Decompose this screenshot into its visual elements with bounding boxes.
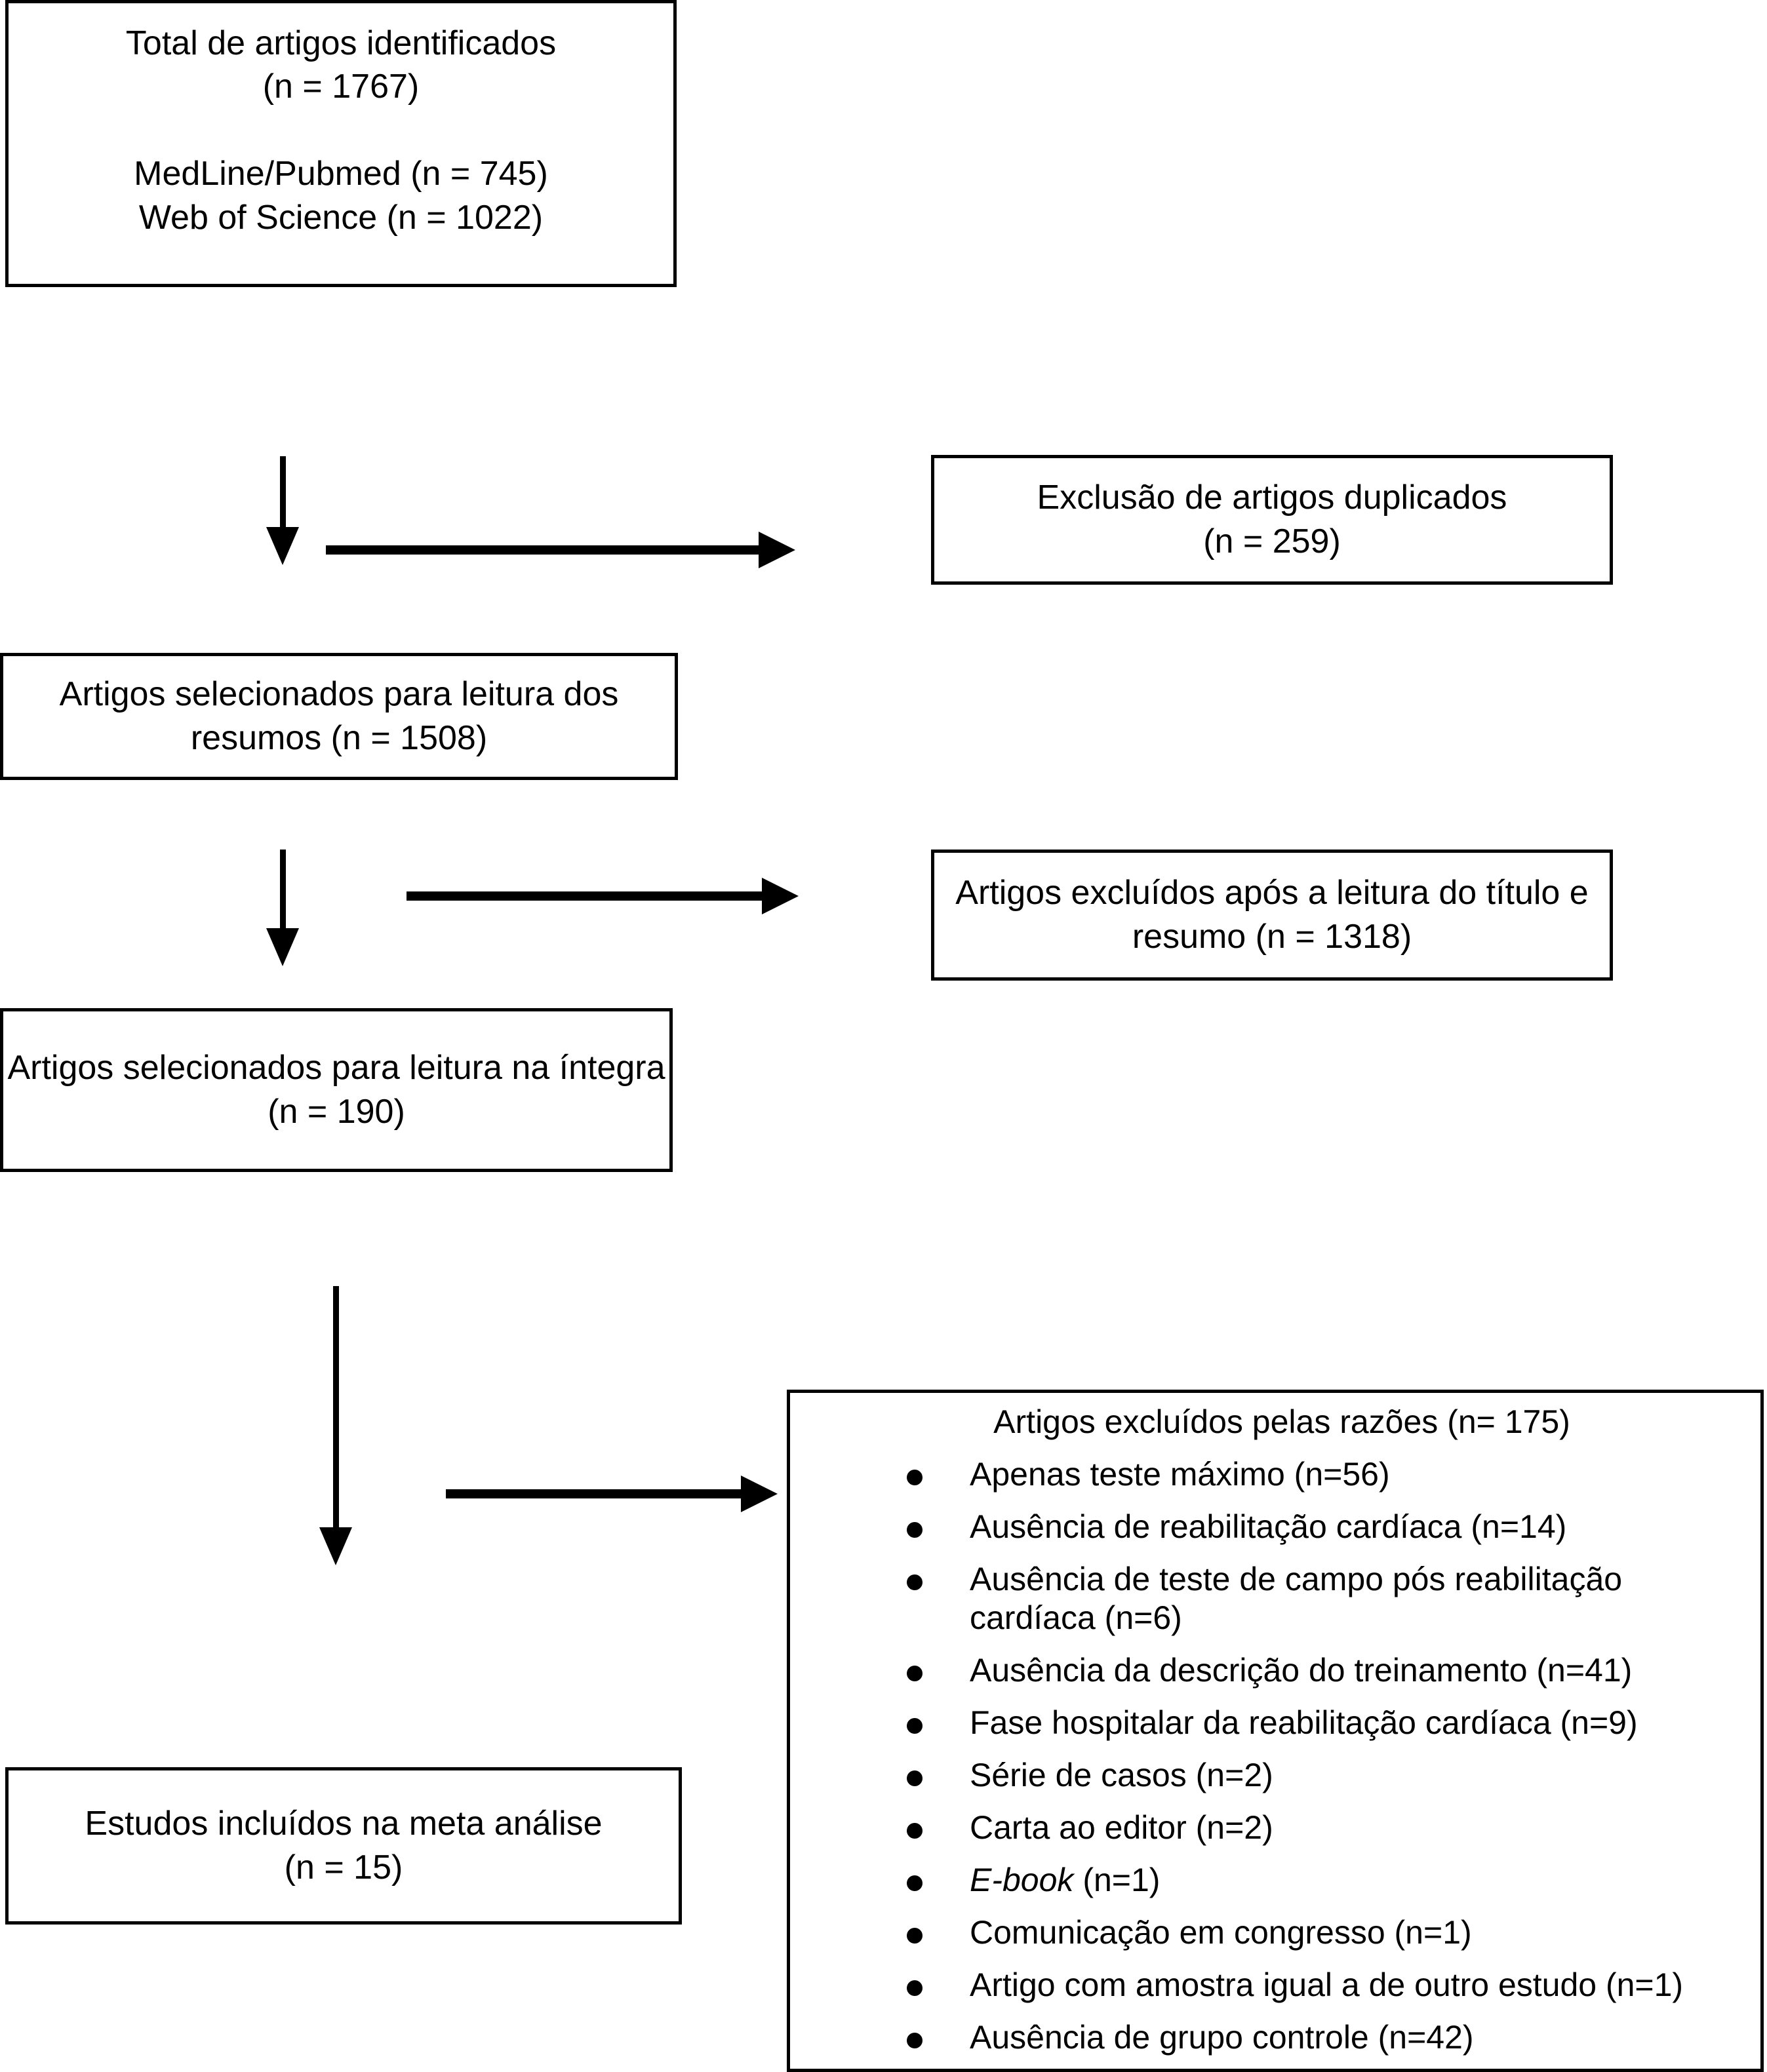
arrow-shaft [333, 1286, 339, 1527]
arrow-shaft [280, 456, 286, 527]
box-excluded-for-reasons: Artigos excluídos pelas razões (n= 175) … [787, 1390, 1764, 2072]
reasons-list-item-label: Artigo com amostra igual a de outro estu… [970, 1966, 1684, 2003]
box-total-identified: Total de artigos identificados (n = 1767… [5, 0, 677, 287]
bullet-icon [907, 1770, 923, 1786]
arrow-head [266, 928, 299, 966]
reasons-list-item-label: Ausência de grupo controle (n=42) [970, 2019, 1474, 2056]
box-excluded-after-title-abstract-text: Artigos excluídos após a leitura do títu… [955, 874, 1589, 956]
reasons-list-item: Ausência da descrição do treinamento (n=… [807, 1651, 1743, 1690]
italic-term: E-book [970, 1862, 1074, 1898]
reasons-list-item-label: Ausência da descrição do treinamento (n=… [970, 1652, 1633, 1689]
reasons-header: Artigos excluídos pelas razões (n= 175) [993, 1403, 1570, 1440]
bullet-icon [907, 1875, 923, 1891]
bullet-icon [907, 1522, 923, 1538]
reasons-list-item: Ausência de teste de campo pós reabilita… [807, 1560, 1743, 1637]
box-excluded-after-title-abstract: Artigos excluídos após a leitura do títu… [931, 850, 1613, 981]
box-selected-for-fulltext-reading: Artigos selecionados para leitura na ínt… [0, 1008, 673, 1172]
box-selected-for-fulltext-reading-text: Artigos selecionados para leitura na ínt… [7, 1049, 665, 1131]
box-studies-included: Estudos incluídos na meta análise (n = 1… [5, 1767, 682, 1925]
arrow-shaft [446, 1489, 741, 1498]
bullet-icon [907, 1823, 923, 1839]
reasons-list-item: Série de casos (n=2) [807, 1756, 1743, 1795]
reasons-list-item: Carta ao editor (n=2) [807, 1808, 1743, 1847]
arrow-head [319, 1527, 352, 1565]
reasons-list-item: Fase hospitalar da reabilitação cardíaca… [807, 1704, 1743, 1742]
arrow-head [759, 532, 795, 568]
bullet-icon [907, 1574, 923, 1590]
reasons-list-item: Apenas teste máximo (n=56) [807, 1455, 1743, 1494]
bullet-icon [907, 2033, 923, 2048]
box-duplicates-excluded-text: Exclusão de artigos duplicados (n = 259) [1037, 479, 1507, 560]
bullet-icon [907, 1718, 923, 1734]
reasons-list-item: Artigo com amostra igual a de outro estu… [807, 1966, 1743, 2004]
bullet-icon [907, 1470, 923, 1485]
box-selected-for-abstract-reading-text: Artigos selecionados para leitura dos re… [59, 675, 619, 757]
reasons-list-item: Comunicação em congresso (n=1) [807, 1913, 1743, 1952]
reasons-list-item-label: E-book (n=1) [970, 1862, 1161, 1898]
reasons-list-item-label: Comunicação em congresso (n=1) [970, 1914, 1472, 1951]
box-duplicates-excluded: Exclusão de artigos duplicados (n = 259) [931, 455, 1613, 585]
arrow-shaft [407, 891, 762, 901]
box-studies-included-text: Estudos incluídos na meta análise (n = 1… [85, 1805, 603, 1886]
arrow-shaft [280, 850, 286, 928]
box-selected-for-abstract-reading: Artigos selecionados para leitura dos re… [0, 653, 678, 780]
reasons-list-item: Ausência de grupo controle (n=42) [807, 2018, 1743, 2057]
bullet-icon [907, 1666, 923, 1681]
reasons-list-item-label: Série de casos (n=2) [970, 1757, 1273, 1793]
reasons-list: Apenas teste máximo (n=56) Ausência de re… [807, 1455, 1743, 2057]
arrow-head [266, 527, 299, 565]
arrow-head [762, 878, 799, 914]
reasons-list-item-label: Ausência de teste de campo pós reabilita… [970, 1561, 1623, 1636]
arrow-head [741, 1476, 778, 1512]
bullet-icon [907, 1928, 923, 1944]
reasons-list-item-label: Apenas teste máximo (n=56) [970, 1456, 1390, 1493]
reasons-list-item: E-book (n=1) [807, 1861, 1743, 1900]
reasons-list-item-label: Fase hospitalar da reabilitação cardíaca… [970, 1704, 1638, 1741]
reasons-list-item: Ausência de reabilitação cardíaca (n=14) [807, 1508, 1743, 1546]
box-total-identified-text: Total de artigos identificados (n = 1767… [125, 24, 557, 237]
reasons-list-item-label: Carta ao editor (n=2) [970, 1809, 1273, 1846]
reasons-list-item-label: Ausência de reabilitação cardíaca (n=14) [970, 1508, 1567, 1545]
bullet-icon [907, 1980, 923, 1996]
arrow-shaft [326, 545, 759, 555]
